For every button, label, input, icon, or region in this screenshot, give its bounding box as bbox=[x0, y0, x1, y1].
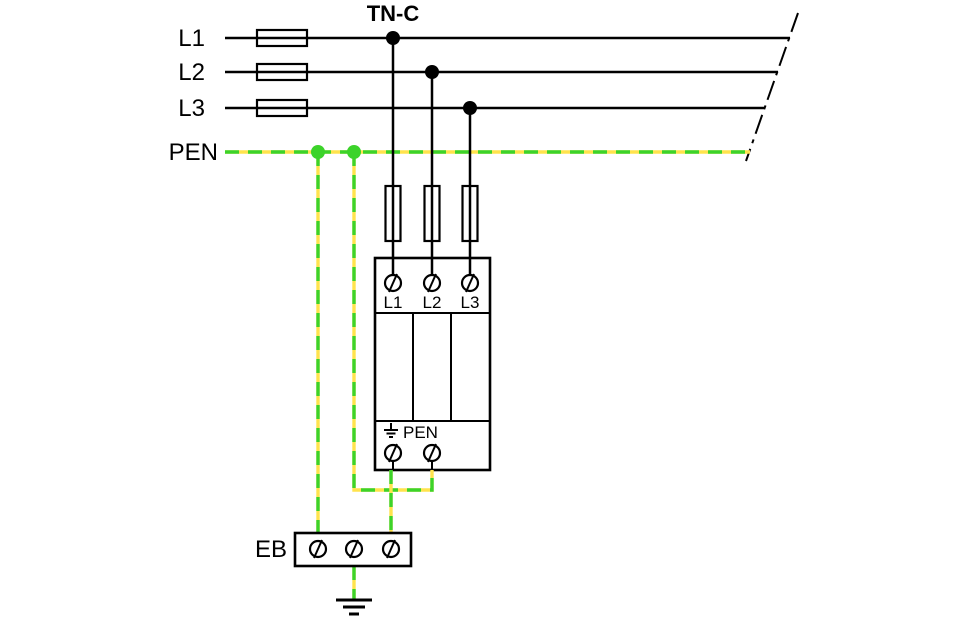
l3-bus-label: L3 bbox=[178, 95, 205, 122]
pen-junction-dot-2 bbox=[347, 145, 361, 159]
spd-pen-label: PEN bbox=[403, 423, 438, 442]
earth-symbol-icon bbox=[336, 598, 372, 616]
l1-junction-dot bbox=[386, 31, 400, 45]
l1-bus bbox=[225, 28, 790, 48]
spd-pen-terminal-1-icon bbox=[383, 443, 403, 463]
spd-terminal-l1-icon bbox=[383, 273, 403, 293]
l2-junction-dot bbox=[425, 65, 439, 79]
eb-terminal-2-icon bbox=[344, 539, 364, 559]
l2-bus bbox=[225, 62, 778, 82]
spd-terminal-l3-label: L3 bbox=[461, 293, 480, 312]
l1-bus-label: L1 bbox=[178, 25, 205, 52]
eb-label: EB bbox=[255, 536, 287, 563]
l3-bus bbox=[225, 98, 765, 118]
l3-junction-dot bbox=[463, 101, 477, 115]
spd-earth-glyph-icon bbox=[384, 423, 398, 438]
eb-terminal-3-icon bbox=[381, 539, 401, 559]
system-title: TN-C bbox=[367, 1, 420, 26]
spd-terminal-l2-label: L2 bbox=[423, 293, 442, 312]
pen-drop2-green bbox=[352, 152, 434, 492]
eb-bar bbox=[293, 531, 413, 568]
pen-bus-label: PEN bbox=[169, 139, 218, 166]
spd-pen-terminal-2-icon bbox=[422, 443, 442, 463]
spd-terminal-l2-icon bbox=[422, 273, 442, 293]
system-boundary-line bbox=[745, 12, 799, 162]
l2-bus-label: L2 bbox=[178, 59, 205, 86]
pen-junction-dot-1 bbox=[311, 145, 325, 159]
pen-wiring bbox=[316, 152, 434, 600]
eb-terminal-1-icon bbox=[308, 539, 328, 559]
spd-terminal-l1-label: L1 bbox=[384, 293, 403, 312]
spd-terminal-l3-icon bbox=[460, 273, 480, 293]
feeder-fuses bbox=[384, 38, 479, 275]
